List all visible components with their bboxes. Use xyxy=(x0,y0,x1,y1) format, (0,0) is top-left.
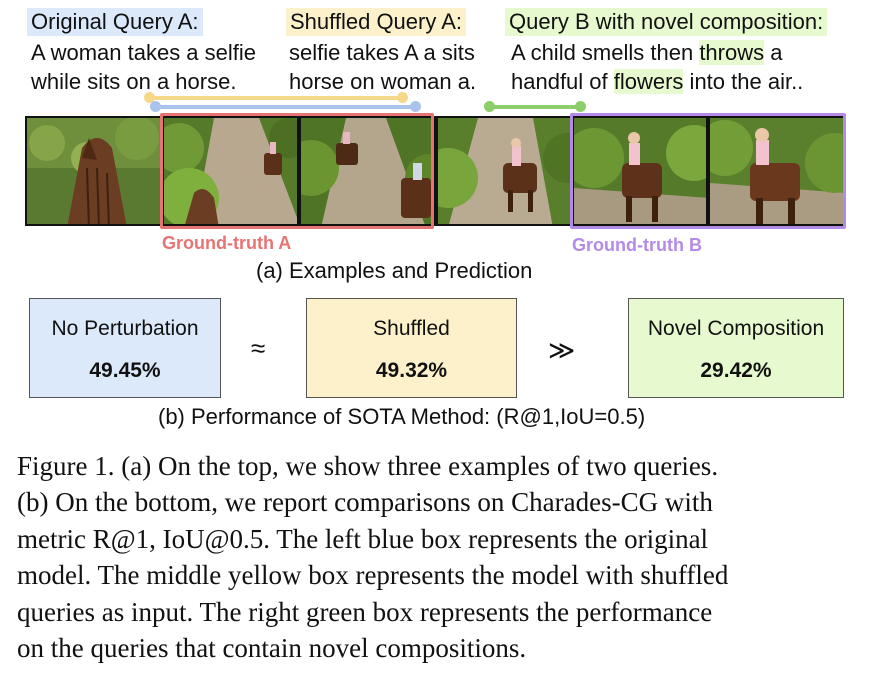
shuffled-query-line1: selfie takes A a sits xyxy=(289,40,475,65)
figure-caption: Figure 1. (a) On the top, we show three … xyxy=(17,448,869,666)
frame-horse-ear-closeup xyxy=(27,118,160,224)
figure-caption-line-1: Figure 1. (a) On the top, we show three … xyxy=(17,451,719,481)
query-b-line2: handful of flowers into the air.. xyxy=(511,67,803,96)
shuffled-span-line xyxy=(156,105,416,109)
caption-b: (b) Performance of SOTA Method: (R@1,IoU… xyxy=(158,404,646,429)
video-frame-4 xyxy=(436,116,572,226)
query-b-line2-post: into the air.. xyxy=(683,69,804,94)
figure-caption-line-2: (b) On the bottom, we report comparisons… xyxy=(17,487,713,518)
much-greater-operator: ≫ xyxy=(548,335,576,365)
query-b-line1: A child smells then throws a xyxy=(511,38,782,67)
query-a-title: Original Query A: xyxy=(27,8,203,36)
figure-caption-line-5: queries as input. The right green box re… xyxy=(17,596,713,627)
query-b-line1-pre: A child smells then xyxy=(511,40,700,65)
video-frame-3 xyxy=(299,116,436,226)
query-b-span-line xyxy=(490,105,581,109)
no-perturbation-label: No Perturbation xyxy=(51,317,199,340)
query-b-title: Query B with novel composition: xyxy=(505,8,828,36)
query-b-end-dot xyxy=(575,101,586,112)
video-frame-5 xyxy=(572,116,708,226)
query-a-start-dot xyxy=(144,92,155,103)
video-frame-6 xyxy=(708,116,846,226)
frame-child-on-horse xyxy=(438,118,570,224)
shuffled-query-line2: horse on woman a. xyxy=(289,69,477,94)
caption-a: (a) Examples and Prediction xyxy=(256,258,533,283)
frame-woman-on-horse-2 xyxy=(301,118,434,224)
approx-operator: ≈ xyxy=(251,333,266,363)
shuffled-end-dot xyxy=(410,101,421,112)
query-a-line2: while sits on a horse. xyxy=(31,69,237,94)
novel-composition-value: 29.42% xyxy=(700,359,772,382)
shuffled-start-dot xyxy=(150,101,161,112)
query-b-highlight-flowers: flowers xyxy=(613,69,684,94)
video-frame-2 xyxy=(162,116,299,226)
figure-caption-line-6: on the queries that contain novel compos… xyxy=(17,633,527,664)
novel-composition-label: Novel Composition xyxy=(647,317,825,340)
ground-truth-a-label: Ground-truth A xyxy=(162,233,292,253)
frame-woman-on-horse xyxy=(164,118,297,224)
figure-caption-line-4: model. The middle yellow box represents … xyxy=(17,560,729,591)
query-a-span-line xyxy=(150,96,403,100)
query-a-line1: A woman takes a selfie xyxy=(31,40,257,65)
no-perturbation-value: 49.45% xyxy=(89,359,161,382)
query-b-line2-pre: handful of xyxy=(511,69,614,94)
frame-child-on-horse-closest xyxy=(710,118,844,224)
ground-truth-b-label: Ground-truth B xyxy=(572,235,702,255)
query-b-line1-post: a xyxy=(764,40,783,65)
frame-child-on-horse-closer xyxy=(574,118,706,224)
shuffled-label: Shuffled xyxy=(373,317,450,340)
novel-composition-box: Novel Composition 29.42% xyxy=(628,298,844,398)
video-frame-1 xyxy=(25,116,162,226)
no-perturbation-box: No Perturbation 49.45% xyxy=(29,298,221,398)
query-a-end-dot xyxy=(397,92,408,103)
shuffled-query-title: Shuffled Query A: xyxy=(286,8,467,36)
shuffled-value: 49.32% xyxy=(375,359,448,382)
query-b-start-dot xyxy=(484,101,495,112)
figure-caption-line-3: metric R@1, IoU@0.5. The left blue box r… xyxy=(17,523,709,554)
shuffled-box: Shuffled 49.32% xyxy=(306,298,517,398)
query-b-highlight-throws: throws xyxy=(699,40,765,65)
